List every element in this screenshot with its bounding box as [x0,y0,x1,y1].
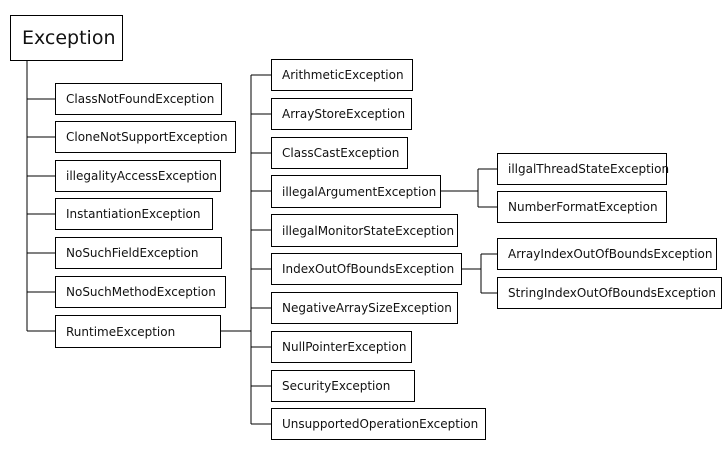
node-array-index-out-of-bounds-exception: ArrayIndexOutOfBoundsException [497,238,717,270]
node-label: InstantiationException [66,207,201,221]
node-label: illegalArgumentException [282,184,437,199]
node-security-exception: SecurityException [271,370,415,402]
node-no-such-field-exception: NoSuchFieldException [55,237,222,269]
node-illegality-access-exception: illegalityAccessException [55,160,221,192]
node-label: Exception [22,27,116,49]
node-label: NoSuchFieldException [66,246,199,260]
node-number-format-exception: NumberFormatException [497,191,667,223]
node-label: illegalMonitorStateException [282,223,455,238]
node-label: StringIndexOutOfBoundsException [508,286,716,300]
node-label: illgalThreadStateException [508,162,670,176]
node-label: NullPointerException [282,340,407,354]
node-null-pointer-exception: NullPointerException [271,331,412,363]
node-label: NegativeArraySizeException [282,301,452,315]
node-label: ArithmeticException [282,68,404,82]
node-label: SecurityException [282,379,391,393]
node-label: ClassNotFoundException [66,92,215,106]
node-exception-root: Exception [10,15,123,61]
node-label: NumberFormatException [508,200,658,214]
node-array-store-exception: ArrayStoreException [271,98,412,130]
node-label: IndexOutOfBoundsException [282,262,455,276]
node-label: ClassCastException [282,146,400,160]
node-illgal-thread-state-exception: illgalThreadStateException [497,153,670,185]
node-label: illegalityAccessException [66,169,217,183]
node-label: UnsupportedOperationException [282,417,479,431]
node-string-index-out-of-bounds-exception: StringIndexOutOfBoundsException [497,277,722,309]
node-clone-not-support-exception: CloneNotSupportException [55,121,236,153]
node-label: CloneNotSupportException [66,130,228,144]
node-no-such-method-exception: NoSuchMethodException [55,276,226,308]
node-illegal-argument-exception: illegalArgumentException [271,175,441,208]
node-runtime-exception: RuntimeException [55,315,221,348]
node-class-cast-exception: ClassCastException [271,137,408,169]
node-illegal-monitor-state-exception: illegalMonitorStateException [271,214,458,247]
node-negative-array-size-exception: NegativeArraySizeException [271,292,458,324]
node-label: RuntimeException [66,324,176,339]
node-arithmetic-exception: ArithmeticException [271,59,413,91]
node-index-out-of-bounds-exception: IndexOutOfBoundsException [271,253,462,285]
node-instantiation-exception: InstantiationException [55,198,213,230]
node-label: ArrayIndexOutOfBoundsException [508,247,713,261]
node-label: NoSuchMethodException [66,285,216,299]
node-label: ArrayStoreException [282,107,406,121]
node-unsupported-operation-exception: UnsupportedOperationException [271,408,486,440]
node-class-not-found-exception: ClassNotFoundException [55,83,222,115]
